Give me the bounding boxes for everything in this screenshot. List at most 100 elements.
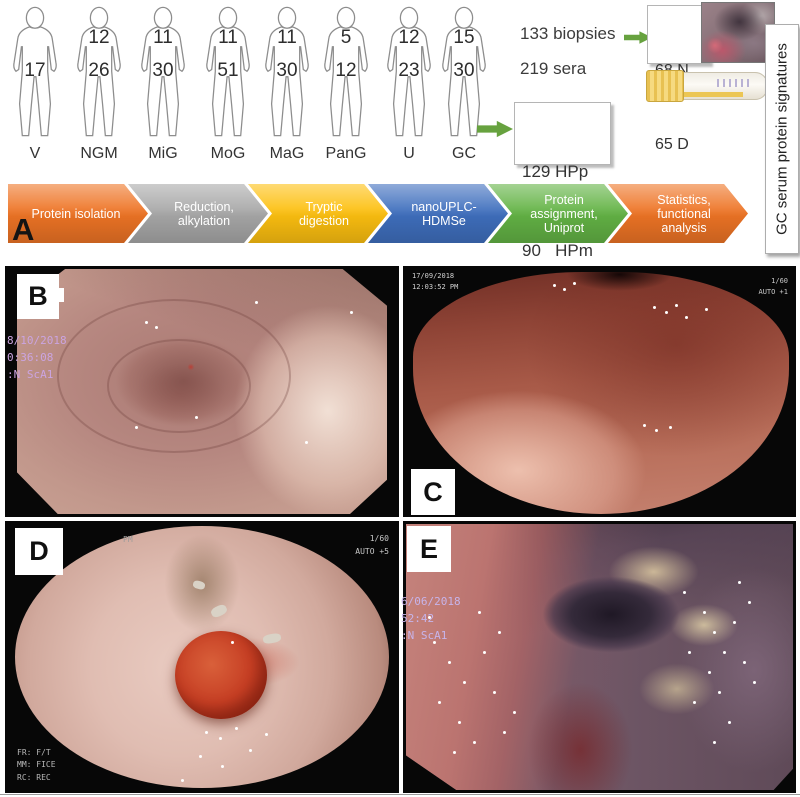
endoscope-timestamp-b: 8/10/2018 0:36:08 :N ScA1: [7, 334, 67, 382]
biopsy-dysplasia-count: 65 D: [655, 135, 689, 153]
endoscope-tick-mark: [59, 288, 64, 302]
workflow-step-label: Protein isolation: [31, 206, 121, 221]
endoscopy-panel-b: 8/10/2018 0:36:08 :N ScA1 B: [5, 266, 399, 517]
serum-tube-photo: [646, 70, 768, 102]
gastric-polyp: [175, 631, 267, 719]
endoscope-timestamp-c: 17/09/2018 12:03:52 PM: [412, 272, 459, 292]
mucosa-fold: [107, 339, 251, 433]
workflow-step-tryptic-digestion: Tryptic digestion: [248, 184, 388, 243]
debris-fragment: [262, 632, 282, 645]
specular-highlights: [553, 284, 556, 287]
mucosa-fold: [57, 299, 291, 453]
cohort-v: 17 V: [4, 3, 66, 171]
endoscope-settings-d: 1/60 AUTO +5: [355, 534, 389, 556]
cohort-mag: 11 30 MaG: [256, 3, 318, 171]
endoscope-settings-c: 1/60 AUTO +1: [758, 277, 788, 297]
cohort-count-bottom: 30: [453, 60, 475, 81]
cohort-pang: 5 12 PanG: [315, 3, 377, 171]
endoscope-mode-info-d: FR: F/T MM: FICE RC: REC: [17, 747, 56, 783]
workflow-step-protein-assignment: Protein assignment, Uniprot: [488, 184, 628, 243]
workflow-step-nanouplc-hdmse: nanoUPLC- HDMSe: [368, 184, 508, 243]
person-outline-icon: [77, 6, 121, 137]
biopsy-counts-box: 68 N 65 D: [647, 5, 710, 153]
person-outline-icon: [324, 6, 368, 137]
endoscopy-panel-c: 17/09/2018 12:03:52 PM 1/60 AUTO +1 C: [403, 266, 796, 517]
specular-highlights: [205, 731, 208, 734]
endoscopy-image-d: [15, 526, 389, 788]
workflow-step-reduction-alkylation: Reduction, alkylation: [128, 184, 268, 243]
person-outline-icon: [387, 6, 431, 137]
cohort-count-top: 11: [153, 27, 173, 48]
cohort-label: GC: [452, 145, 476, 162]
workflow-step-statistics: Statistics, functional analysis: [608, 184, 748, 243]
workflow-step-label: Tryptic digestion: [298, 199, 350, 228]
cohort-count-bottom: 51: [217, 60, 239, 81]
cohort-u: 12 23 U: [378, 3, 440, 171]
biopsies-count-text: 133 biopsies: [520, 24, 616, 43]
cohort-count-bottom: 17: [24, 60, 46, 81]
endoscope-timestamp-e: 6/06/2018 52:42 :N ScA1: [401, 595, 461, 643]
cohort-count-top: 12: [88, 27, 110, 48]
person-outline-icon: [442, 6, 486, 137]
cohort-count-top: 12: [398, 27, 420, 48]
person-outline-icon: [13, 6, 57, 137]
cohort-count-bottom: 30: [152, 60, 174, 81]
hp-counts-box: 129 HPp 90 HPm: [514, 102, 611, 260]
side-caption-box: GC serum protein signatures: [765, 24, 799, 254]
specular-highlights-left: [433, 641, 436, 644]
tube-cap: [646, 70, 684, 102]
cohort-count-top: 5: [340, 27, 352, 48]
panel-b-label: B: [17, 274, 59, 319]
workflow-step-label: Protein assignment, Uniprot: [530, 192, 598, 235]
cohort-count-bottom: 23: [398, 60, 420, 81]
cohort-mog: 11 51 MoG: [197, 3, 259, 171]
tube-body: [680, 72, 768, 100]
cohort-mig: 11 30 MiG: [132, 3, 194, 171]
arrow-right-icon: [624, 31, 652, 44]
cohort-label: NGM: [80, 145, 118, 162]
person-outline-icon: [141, 6, 185, 137]
workflow-step-protein-isolation: Protein isolation: [8, 184, 148, 243]
panel-d-label: D: [15, 528, 63, 575]
cohort-count-bottom: 26: [88, 60, 110, 81]
workflow-step-label: nanoUPLC- HDMSe: [411, 199, 477, 228]
endoscopy-image-c: [413, 272, 789, 514]
cohort-label: MiG: [148, 145, 178, 162]
cohort-count-bottom: 12: [335, 60, 357, 81]
tube-label-marks: [717, 79, 751, 87]
cohort-label: MaG: [269, 145, 305, 162]
arrow-right-icon: [477, 120, 513, 138]
hp-positive-count: 129 HPp: [522, 161, 589, 181]
cohort-count-bottom: 30: [276, 60, 298, 81]
specular-highlights-right: [703, 611, 706, 614]
cohort-label: MoG: [210, 145, 246, 162]
endoscopy-image-e: [406, 524, 793, 790]
workflow-step-label: Reduction, alkylation: [174, 199, 234, 228]
figure-bottom-border: [0, 794, 800, 795]
cohort-gc: 15 30 GC: [433, 3, 495, 171]
cohort-label: PanG: [325, 145, 367, 162]
workflow-step-label: Statistics, functional analysis: [657, 192, 711, 235]
cohort-label: V: [29, 145, 41, 162]
endoscopy-image-b: [17, 269, 387, 514]
cohort-count-top: 15: [453, 27, 475, 48]
side-caption-text: GC serum protein signatures: [773, 43, 791, 235]
endoscopy-panel-e: 6/06/2018 52:42 :N ScA1 E: [401, 521, 796, 793]
cohort-count-top: 11: [218, 27, 238, 48]
endoscopy-panel-d: PM 1/60 AUTO +5 FR: F/T MM: FICE RC: REC…: [5, 521, 399, 793]
hp-negative-count: 90 HPm: [522, 240, 593, 260]
person-outline-icon: [265, 6, 309, 137]
cohort-label: U: [403, 145, 415, 162]
person-outline-icon: [206, 6, 250, 137]
debris-fragment: [209, 603, 229, 619]
tube-label-stripe: [683, 92, 744, 97]
debris-fragment: [192, 579, 206, 591]
sera-count-text: 219 sera: [520, 59, 587, 78]
cohort-count-top: 11: [277, 27, 297, 48]
endoscope-partial-time-d: PM: [123, 535, 133, 544]
panel-c-label: C: [411, 469, 455, 515]
biopsy-photo: [701, 2, 775, 63]
cohort-ngm: 12 26 NGM: [68, 3, 130, 171]
panel-e-label: E: [407, 526, 451, 572]
